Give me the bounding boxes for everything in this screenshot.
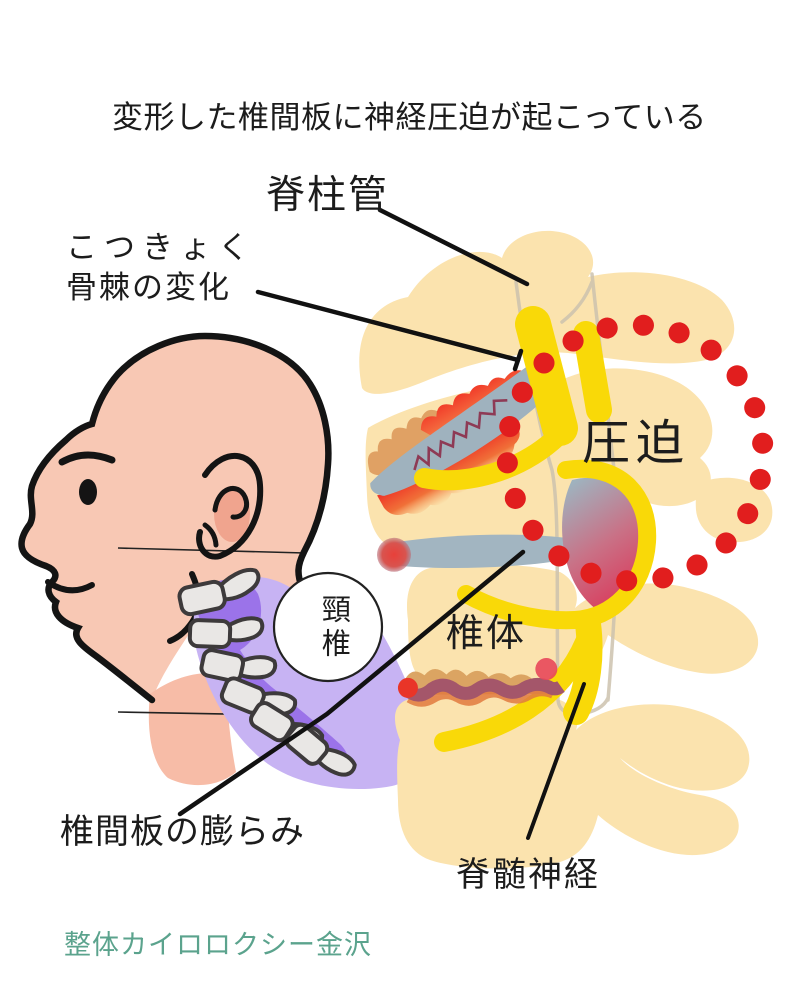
- leader-spinal-nerve: [526, 682, 586, 840]
- small-vertebra: [199, 648, 278, 683]
- small-vertebra-c1: [177, 568, 261, 617]
- label-vertebral-body: 椎体: [446, 613, 527, 655]
- ear-tragus: [202, 522, 219, 548]
- lower-disc-red-tip-right: [535, 658, 558, 681]
- leader-bone-spur-tbar: [512, 348, 524, 372]
- ear-outline: [196, 452, 264, 560]
- magnifier-circle: [272, 571, 384, 683]
- credit-text: 整体カイロロクシー金沢: [64, 930, 372, 960]
- label-bone-spur: 骨棘の変化: [66, 270, 231, 305]
- disc-crack: [413, 398, 508, 471]
- label-spinal-nerve: 脊髄神経: [456, 856, 600, 894]
- label-cervical-spine: 頸椎: [317, 594, 350, 662]
- ear-inner-curve: [212, 485, 249, 520]
- section-line-top: [117, 547, 306, 554]
- head-profile-outline: [18, 332, 333, 718]
- eyebrow: [58, 451, 116, 466]
- page-title: 変形した椎間板に神経圧迫が起こっている: [112, 100, 707, 135]
- lower-disc: [397, 658, 565, 707]
- compressed-nerve: [515, 306, 578, 446]
- leader-bone-spur: [255, 289, 521, 363]
- lower-disc-maroon: [402, 677, 565, 702]
- small-vertebra: [187, 616, 265, 649]
- upper-nerve-root: [414, 426, 568, 491]
- compression-dots-circle: [496, 314, 774, 592]
- leader-lines: [177, 207, 586, 840]
- eye: [79, 479, 97, 505]
- vertebra-2-process: [695, 477, 773, 543]
- leader-disc-bulge: [177, 549, 526, 817]
- lower-nerve-root: [434, 632, 595, 752]
- neck-front-fill: [148, 673, 236, 786]
- disc-red-cap: [376, 537, 411, 572]
- label-bone-spur-reading: こつきょく: [66, 230, 256, 265]
- lower-disc-orange: [406, 686, 556, 707]
- small-vertebra: [219, 676, 298, 716]
- small-vertebra: [284, 722, 357, 777]
- label-compression: 圧迫: [581, 417, 690, 470]
- head-skin-fill: [21, 336, 330, 714]
- lower-disc-red-tip-left: [397, 677, 418, 698]
- canal-nerve-segment: [573, 321, 612, 423]
- leader-spinal-canal: [377, 207, 530, 287]
- label-spinal-canal: 脊柱管: [266, 174, 390, 217]
- ear-inner-fill: [214, 486, 250, 542]
- mouth-smile: [45, 579, 95, 594]
- disc-band-gray: [389, 534, 567, 569]
- label-disc-bulge: 椎間板の膨らみ: [60, 813, 305, 851]
- cervical-vertebrae-small: [177, 568, 357, 777]
